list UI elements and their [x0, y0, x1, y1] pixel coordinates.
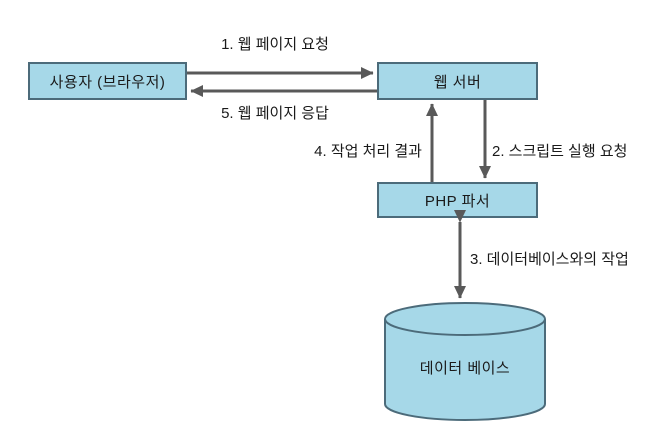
arrow-label-web-page-response: 5. 웹 페이지 응답 [221, 105, 329, 122]
arrow-label-web-page-request: 1. 웹 페이지 요청 [221, 36, 329, 53]
node-web-server-label: 웹 서버 [433, 73, 482, 91]
node-php-parser: PHP 파서 [377, 182, 538, 218]
node-user-browser: 사용자 (브라우저) [28, 62, 187, 100]
node-user-browser-label: 사용자 (브라우저) [49, 73, 166, 91]
node-web-server: 웹 서버 [377, 62, 538, 100]
arrow-label-database-work: 3. 데이터베이스와의 작업 [470, 251, 629, 268]
node-database-label: 데이터 베이스 [419, 360, 511, 377]
node-php-parser-label: PHP 파서 [424, 192, 491, 210]
arrow-label-script-exec-request: 2. 스크립트 실행 요청 [492, 143, 628, 160]
arrow-label-work-result: 4. 작업 처리 결과 [314, 143, 422, 160]
